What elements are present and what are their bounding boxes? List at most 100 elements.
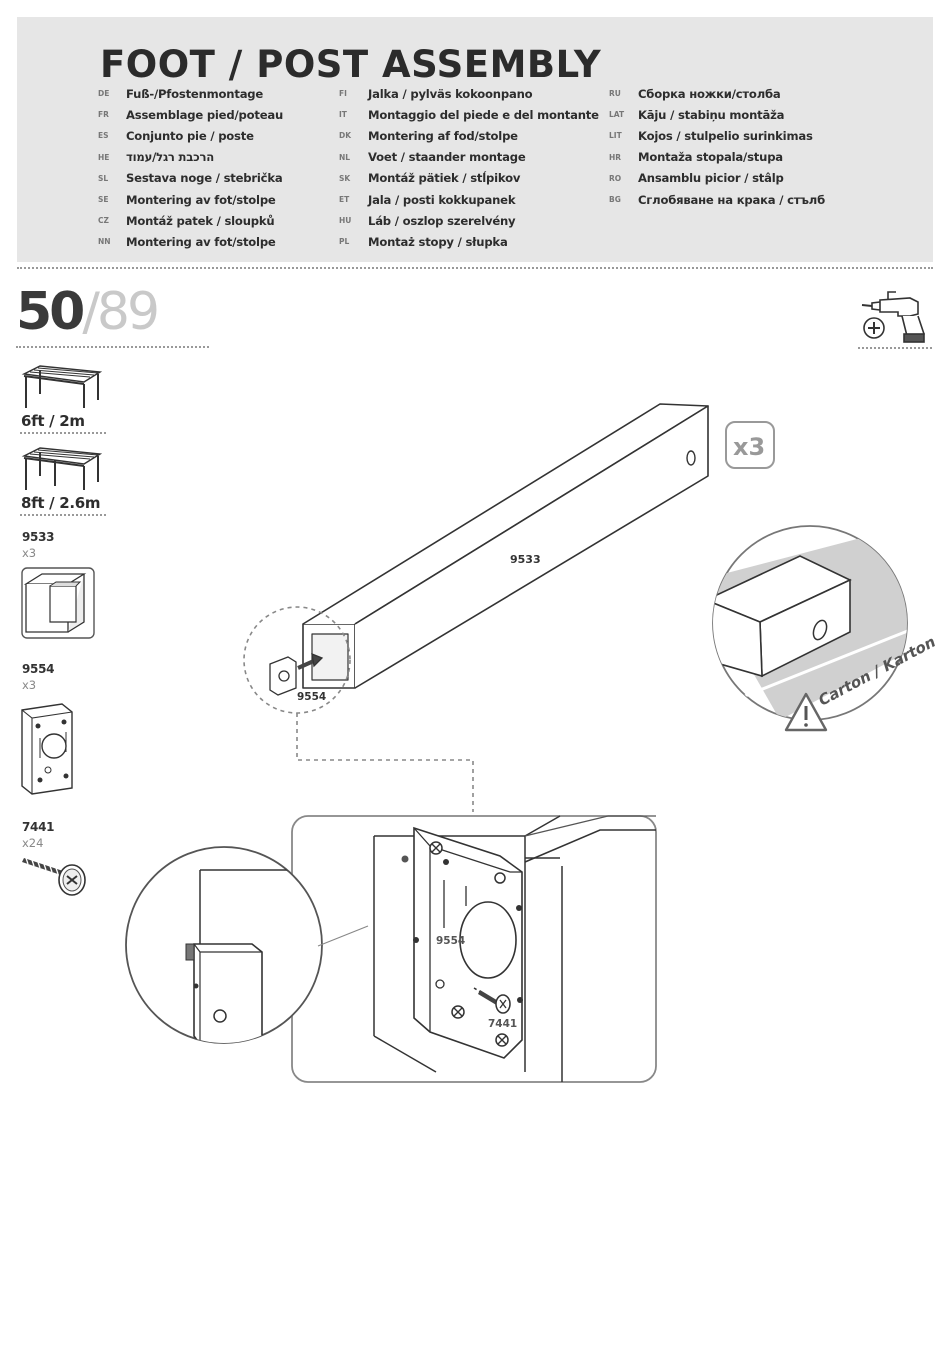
multiplier-badge — [725, 421, 775, 469]
language-row: RU Сборка ножки/столба — [609, 83, 825, 104]
language-row: NL Voet / staander montage — [339, 147, 599, 168]
language-code: SL — [98, 173, 109, 183]
size-label-8ft: 8ft / 2.6m — [21, 494, 101, 512]
language-code: NL — [339, 152, 351, 162]
language-code: SE — [98, 195, 109, 205]
step-number: 50 — [16, 282, 85, 342]
detail-screw-label: 7441 — [488, 1018, 517, 1030]
language-code: CZ — [98, 216, 109, 226]
language-translation: Montaža stopala/stupa — [638, 150, 783, 165]
language-code: FR — [98, 110, 109, 120]
small-bracket — [269, 652, 324, 696]
language-translation: Conjunto pie / poste — [126, 128, 254, 143]
insert-detail-circle — [243, 606, 351, 714]
language-row: CZ Montáž patek / sloupků — [98, 210, 283, 231]
post-label: 9533 — [510, 553, 541, 566]
language-translation: Montaggio del piede e del montante — [368, 107, 599, 122]
language-code: RU — [609, 89, 621, 99]
warning-triangle-icon — [784, 692, 828, 732]
header-band: FOOT / POST ASSEMBLY DE Fuß-/Pfostenmonta… — [17, 17, 933, 262]
language-translation: Montaż stopy / słupka — [368, 234, 508, 249]
language-code: SK — [339, 173, 351, 183]
plus-icon — [863, 317, 885, 339]
language-translation: Сглобяване на крака / стълб — [638, 192, 825, 207]
page-title: FOOT / POST ASSEMBLY — [100, 43, 602, 86]
magnifier-detail — [125, 846, 323, 1044]
language-code: NN — [98, 237, 111, 247]
language-code: ET — [339, 195, 350, 205]
language-code: DE — [98, 89, 110, 99]
carport-icon — [21, 447, 102, 490]
step-total: 89 — [96, 282, 160, 342]
language-code: LAT — [609, 110, 625, 120]
part-number-7441: 7441 — [22, 820, 55, 834]
language-translation: Láb / oszlop szerelvény — [368, 213, 516, 228]
post-end-part-art — [21, 567, 95, 639]
language-translation: Сборка ножки/столба — [638, 86, 781, 101]
language-code: DK — [339, 131, 352, 141]
language-row: BG Сглобяване на крака / стълб — [609, 189, 825, 210]
part-number-9554: 9554 — [22, 662, 55, 676]
part-qty-7441: x24 — [22, 836, 44, 850]
language-row: SK Montáž pätiek / stĺpikov — [339, 168, 599, 189]
drill-underline — [858, 347, 932, 349]
bracket-label: 9554 — [297, 691, 326, 703]
size-underline — [20, 514, 106, 516]
language-row: FR Assemblage pied/poteau — [98, 104, 283, 125]
language-translation: Kāju / stabiņu montāža — [638, 107, 785, 122]
language-translation: Montáž patek / sloupků — [126, 213, 275, 228]
language-translation: Montering af fod/stolpe — [368, 128, 518, 143]
multiplier-text: x3 — [733, 433, 765, 461]
language-row: PL Montaż stopy / słupka — [339, 231, 599, 252]
language-code: HU — [339, 216, 352, 226]
part-qty-9533: x3 — [22, 546, 37, 560]
language-row: HR Montaža stopala/stupa — [609, 147, 825, 168]
power-drill-icon — [861, 291, 925, 343]
header-divider — [17, 267, 933, 269]
language-code: FI — [339, 89, 347, 99]
size-label-6ft: 6ft / 2m — [21, 412, 85, 430]
language-translation: Fuß-/Pfostenmontage — [126, 86, 264, 101]
language-code: LIT — [609, 131, 622, 141]
language-row: DK Montering af fod/stolpe — [339, 125, 599, 146]
screw-icon — [22, 857, 86, 896]
language-translation: Jala / posti kokkupanek — [368, 192, 516, 207]
language-row: HE הרכבת רגל/עמוד — [98, 147, 283, 168]
post-9533 — [302, 370, 709, 689]
language-translation: Jalka / pylväs kokoonpano — [368, 86, 533, 101]
language-row: IT Montaggio del piede e del montante — [339, 104, 599, 125]
language-code: HE — [98, 152, 110, 162]
step-underline — [16, 346, 209, 348]
language-code: HR — [609, 152, 622, 162]
size-underline — [20, 432, 106, 434]
language-row: FI Jalka / pylväs kokoonpano — [339, 83, 599, 104]
language-translation: Ansamblu picior / stâlp — [638, 171, 784, 186]
language-row: LAT Kāju / stabiņu montāža — [609, 104, 825, 125]
step-slash: / — [82, 282, 99, 342]
language-translation: Voet / staander montage — [368, 150, 526, 165]
bracket-part-art — [21, 703, 73, 795]
language-translation: הרכבת רגל/עמוד — [126, 150, 215, 165]
language-row: HU Láb / oszlop szerelvény — [339, 210, 599, 231]
language-row: ET Jala / posti kokkupanek — [339, 189, 599, 210]
language-code: ES — [98, 131, 109, 141]
language-translation: Assemblage pied/poteau — [126, 107, 284, 122]
detail-box — [291, 815, 657, 1083]
language-row: DE Fuß-/Pfostenmontage — [98, 83, 283, 104]
language-row: SE Montering av fot/stolpe — [98, 189, 283, 210]
part-qty-9554: x3 — [22, 678, 37, 692]
language-translation: Sestava noge / stebrička — [126, 171, 283, 186]
language-code: IT — [339, 110, 347, 120]
language-translation: Montáž pätiek / stĺpikov — [368, 171, 521, 186]
language-translation: Montering av fot/stolpe — [126, 192, 276, 207]
step-counter: 50/89 — [16, 282, 160, 342]
language-code: PL — [339, 237, 350, 247]
carport-icon — [21, 365, 102, 408]
language-code: BG — [609, 195, 621, 205]
